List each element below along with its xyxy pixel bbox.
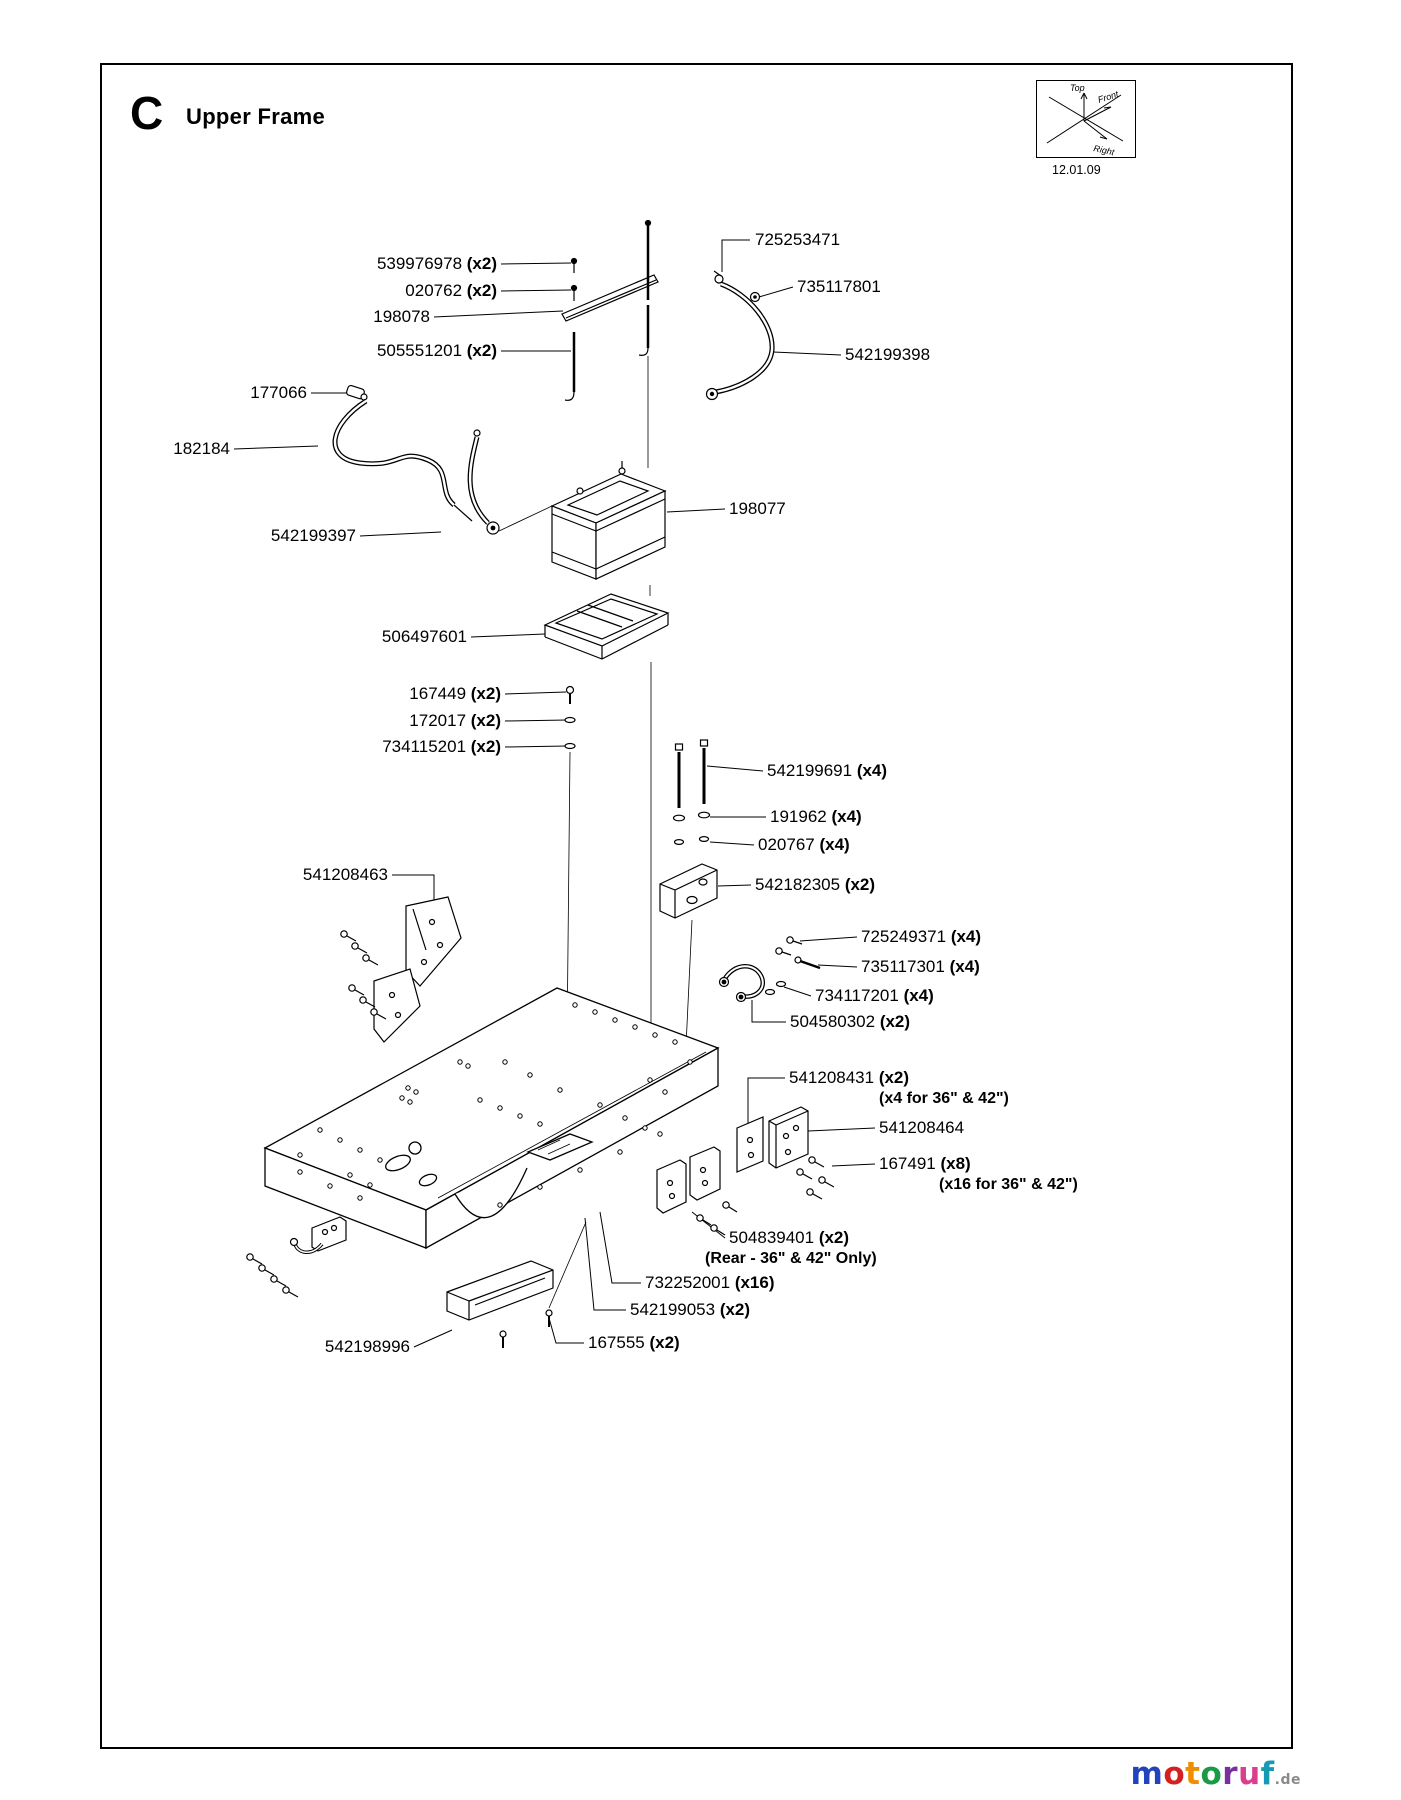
logo-suffix: .de [1274, 1772, 1301, 1788]
tray-fasteners [564, 685, 576, 750]
orientation-box: Top Front Right [1036, 80, 1136, 158]
orientation-axes-icon: Top Front Right [1046, 83, 1124, 157]
bottom-left-hardware [246, 1216, 347, 1298]
left-bracket-assembly [340, 896, 462, 1043]
section-letter: C [130, 87, 164, 139]
logo-letter: o [1200, 1756, 1223, 1792]
revision-date: 12.01.09 [1052, 163, 1101, 177]
right-hardware-cluster [718, 936, 821, 1003]
logo-letter: r [1222, 1756, 1239, 1792]
long-bolts-hardware [672, 739, 711, 845]
rear-plates-assembly [656, 1146, 738, 1236]
upper-frame-plate [263, 987, 720, 1250]
bottom-channel-bracket [446, 1260, 554, 1348]
battery-cable-left [332, 384, 500, 535]
right-side-plates [736, 1106, 835, 1200]
frame-holes [297, 1002, 693, 1208]
logo-letter: u [1238, 1756, 1261, 1792]
logo-letters: motoruf [1131, 1756, 1275, 1792]
leader-lines [233, 239, 876, 1348]
battery-tray [543, 593, 670, 660]
battery-cable-right [705, 270, 775, 401]
logo-letter: o [1163, 1756, 1186, 1792]
orientation-right-label: Right [1093, 143, 1116, 156]
motoruf-logo: motoruf.de [1131, 1756, 1301, 1792]
logo-letter: f [1260, 1756, 1275, 1792]
logo-letter: m [1130, 1756, 1164, 1792]
page-title: Upper Frame [186, 104, 326, 129]
angle-bracket [659, 863, 718, 919]
page-border [100, 63, 1293, 1749]
battery-holddown-hardware [561, 219, 659, 401]
battery [550, 461, 667, 580]
logo-letter: t [1185, 1756, 1201, 1792]
orientation-top-label: Top [1070, 83, 1085, 93]
